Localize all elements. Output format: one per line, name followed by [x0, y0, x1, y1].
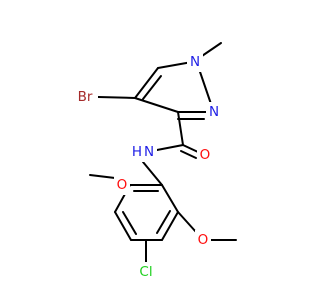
meta-o-bond	[177, 211, 197, 233]
carbonyl-double-bond-b	[180, 150, 197, 159]
atom-nh-n-label: H	[132, 144, 142, 160]
ortho-methyl-bond	[89, 174, 116, 179]
atom-n-ring: N	[206, 102, 222, 122]
atom-cl-label: Cl	[139, 264, 152, 280]
phenyl-c3-c4-inner-bond	[122, 211, 137, 235]
bond-layer	[89, 42, 237, 263]
c4-br-bond	[97, 96, 136, 99]
carbonyl-double-bond-a	[182, 144, 199, 153]
atom-o-ortho: O	[114, 175, 130, 195]
atom-o-carbonyl-label: O	[200, 147, 211, 163]
atom-o-ortho-label: O	[117, 177, 128, 193]
nh-ring-bond	[142, 161, 163, 186]
phenyl-c5-c6-bond	[161, 211, 179, 241]
atom-o-meta-label: O	[198, 232, 209, 248]
carbonyl-nh-bond	[156, 144, 184, 151]
phenyl-c5-c6-inner-bond	[156, 210, 171, 234]
atom-nh-amide: H N	[129, 142, 157, 162]
molecule-structure: Br N N O H N O O Cl	[72, 42, 237, 282]
atom-br-label: Br	[78, 89, 93, 105]
atom-label-layer: Br N N O H N O O Cl	[72, 52, 222, 282]
atom-nh-h-label: N	[144, 144, 154, 160]
atom-n-methyl-label: N	[190, 54, 200, 70]
c3-carbonyl-bond	[177, 111, 184, 146]
pyrazole-c3-c4-bond	[134, 97, 179, 113]
pyrazole-c5-n1-bond	[157, 61, 193, 69]
atom-cl: Cl	[134, 262, 158, 282]
atom-br: Br	[72, 87, 98, 107]
pyrazole-c4-c5-inner-bond	[142, 75, 162, 100]
pyrazole-n1-n2-bond	[197, 65, 212, 105]
atom-o-carbonyl: O	[197, 145, 213, 165]
phenyl-c3-c4-bond	[114, 211, 132, 241]
phenyl-c6-c1-bond	[161, 184, 179, 213]
atom-n-ring-label: N	[209, 104, 219, 120]
atom-o-meta: O	[195, 230, 211, 250]
pyrazole-c4-c5-bond	[134, 67, 159, 99]
atom-n-methyl: N	[187, 52, 203, 72]
